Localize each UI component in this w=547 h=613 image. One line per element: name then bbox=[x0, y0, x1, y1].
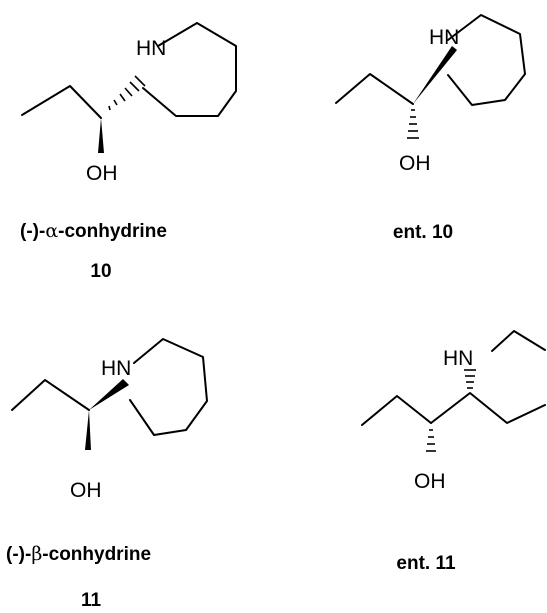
piperidine-ring bbox=[142, 22, 237, 117]
atom-label-nh: HN bbox=[429, 26, 459, 49]
atom-label-oh: OH bbox=[399, 152, 431, 175]
compound-caption: ent. 11 bbox=[396, 553, 456, 574]
ethyl-chain-left bbox=[361, 395, 432, 426]
wedge-bond-ring bbox=[413, 46, 457, 104]
atom-label-nh: HN bbox=[101, 357, 131, 380]
ethyl-chain bbox=[11, 379, 90, 411]
bonds bbox=[335, 14, 526, 139]
ethyl-chain bbox=[335, 73, 414, 105]
wedge-bond-oh bbox=[98, 118, 104, 153]
compound-caption: (-)-β-conhydrine bbox=[6, 543, 151, 565]
atom-label-oh: OH bbox=[414, 470, 446, 493]
caption-suffix: -conhydrine bbox=[42, 544, 151, 565]
atom-label-nh: HN bbox=[443, 347, 473, 370]
bonds bbox=[11, 338, 208, 450]
bonds bbox=[21, 22, 237, 153]
caption-prefix: (-)- bbox=[6, 544, 31, 565]
molecule-beta-conhydrine: HN OH (-)-β-conhydrine 11 bbox=[6, 338, 208, 611]
bonds bbox=[361, 330, 546, 452]
caption-prefix: (-)- bbox=[20, 221, 45, 242]
compound-number: 11 bbox=[81, 590, 102, 611]
compound-caption: (-)-α-conhydrine bbox=[20, 220, 167, 242]
caption-prefix: ent. 10 bbox=[393, 222, 453, 243]
atom-label-oh: OH bbox=[70, 479, 102, 502]
molecule-alpha-conhydrine: HN OH (-)-α-conhydrine 10 bbox=[20, 22, 237, 282]
molecule-ent-11: HN OH ent. 11 bbox=[361, 330, 546, 574]
n-ethyl-group bbox=[491, 330, 546, 352]
hash-bond-oh bbox=[407, 109, 419, 139]
hash-bond-ring bbox=[108, 75, 146, 111]
compound-caption: ent. 10 bbox=[393, 222, 453, 243]
wedge-bond-ring bbox=[89, 379, 129, 410]
caption-suffix: -conhydrine bbox=[58, 221, 167, 242]
caption-greek: α bbox=[45, 220, 58, 242]
backbone-to-right bbox=[430, 392, 546, 424]
molecule-ent-10: HN OH ent. 10 bbox=[335, 14, 526, 243]
hash-bond-oh bbox=[426, 429, 436, 452]
compound-number: 10 bbox=[90, 261, 111, 282]
piperidine-ring bbox=[447, 14, 526, 106]
wedge-bond-oh bbox=[85, 410, 91, 450]
piperidine-ring bbox=[129, 338, 208, 436]
caption-prefix: ent. 11 bbox=[396, 553, 456, 574]
hash-bond-nh bbox=[464, 369, 476, 389]
caption-greek: β bbox=[31, 543, 42, 565]
atom-label-nh: HN bbox=[136, 37, 166, 60]
ethyl-chain bbox=[21, 85, 102, 119]
atom-label-oh: OH bbox=[86, 162, 118, 185]
